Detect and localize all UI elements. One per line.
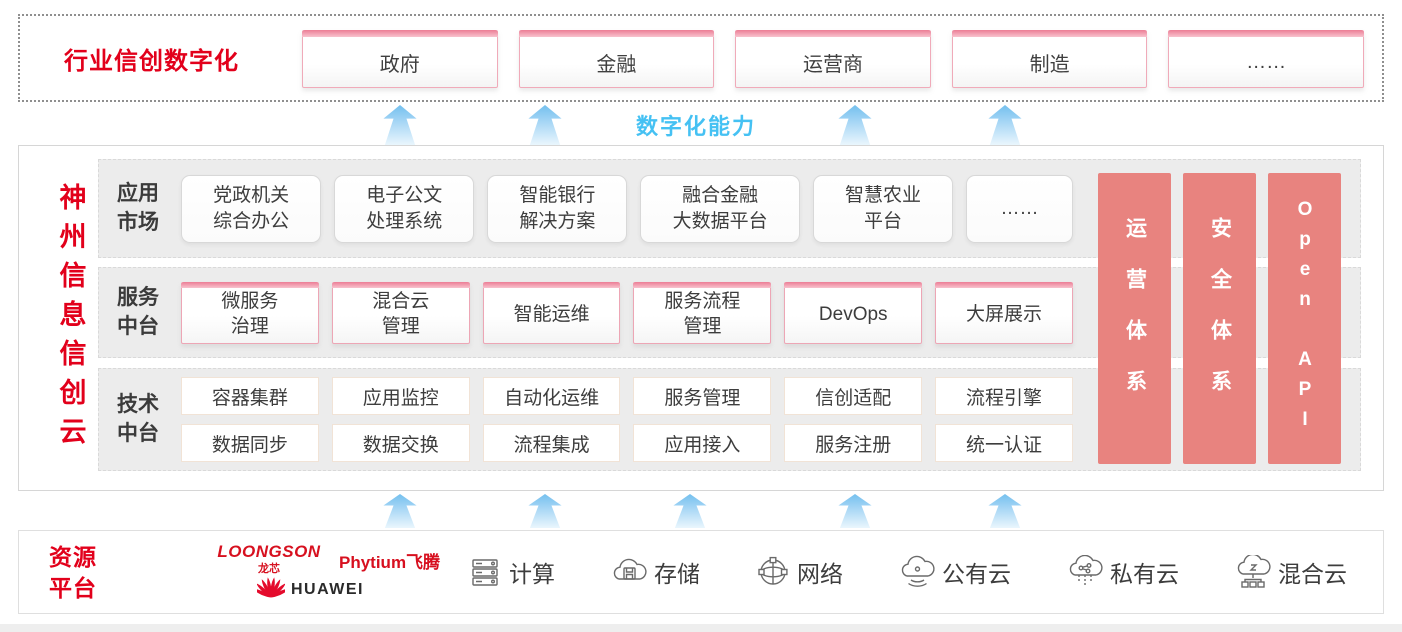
- tech-box-service-mgmt: 服务管理: [633, 377, 772, 415]
- tech-box-container-cluster: 容器集群: [181, 377, 319, 415]
- bottom-strip: [0, 624, 1402, 632]
- svc-box-devops: DevOps: [784, 281, 923, 344]
- industry-band: 行业信创数字化 政府 金融 运营商 制造 ……: [18, 14, 1384, 102]
- tech-line-top: 容器集群 应用监控 自动化运维 服务管理 信创适配 流程引擎: [181, 377, 1073, 415]
- loongson-logo: LOONGSON 龙芯: [217, 542, 321, 575]
- app-box-more: ……: [966, 174, 1074, 243]
- resource-item-hybrid-cloud: 混合云: [1234, 555, 1347, 589]
- up-arrow-icon: [838, 105, 872, 145]
- huawei-logo: HUAWEI: [252, 575, 364, 604]
- svc-box-hybrid-cloud-mgmt: 混合云 管理: [331, 281, 470, 344]
- up-arrow-icon: [528, 105, 562, 145]
- service-platform-boxes: 微服务 治理 混合云 管理 智能运维 服务流程 管理 DevOps 大屏展示: [181, 268, 1073, 357]
- tech-box-unified-auth: 统一认证: [935, 424, 1073, 462]
- up-arrow-icon: [838, 494, 872, 528]
- tech-platform-label: 技术 中台: [117, 393, 159, 445]
- app-box-finance-bigdata: 融合金融 大数据平台: [640, 174, 800, 243]
- pillar-operation-system: 运营体系: [1098, 173, 1171, 464]
- private-cloud-icon: [1066, 555, 1104, 589]
- tech-platform-row: 技术 中台 容器集群 应用监控 自动化运维 服务管理 信创适配 流程引擎 数据同…: [98, 368, 1361, 471]
- up-arrow-icon: [988, 494, 1022, 528]
- resource-platform-panel: 资源 平台 LOONGSON 龙芯 Phytium飞腾: [18, 530, 1384, 614]
- storage-icon: [610, 555, 648, 589]
- server-icon: [467, 555, 503, 589]
- tech-box-process-integration: 流程集成: [482, 424, 621, 462]
- phytium-logo: Phytium飞腾: [339, 553, 441, 572]
- huawei-flower-icon: [252, 575, 290, 604]
- up-arrow-icon: [673, 494, 707, 528]
- resource-items: 计算 存储: [467, 531, 1347, 613]
- industry-row: 政府 金融 运营商 制造 ……: [302, 30, 1364, 88]
- resource-item-storage: 存储: [610, 555, 700, 589]
- app-box-edoc-system: 电子公文 处理系统: [334, 174, 475, 243]
- svc-box-dashboard: 大屏展示: [935, 281, 1073, 344]
- tech-box-xinchuang-adapt: 信创适配: [784, 377, 923, 415]
- platform-panel: 神州信息信创云 应用 市场 党政机关 综合办公 电子公文 处理系统 智能银行 解…: [18, 145, 1384, 491]
- up-arrow-icon: [383, 105, 417, 145]
- public-cloud-icon: [898, 555, 936, 589]
- app-box-gov-office: 党政机关 综合办公: [181, 174, 322, 243]
- industry-band-title: 行业信创数字化: [64, 47, 239, 75]
- industry-box-operator: 运营商: [735, 30, 931, 88]
- pillar-open-api: Open API: [1268, 173, 1341, 464]
- resource-item-private-cloud: 私有云: [1066, 555, 1179, 589]
- tech-box-service-registry: 服务注册: [784, 424, 923, 462]
- industry-box-finance: 金融: [518, 30, 715, 88]
- tech-line-bottom: 数据同步 数据交换 流程集成 应用接入 服务注册 统一认证: [181, 424, 1073, 462]
- pillar-security-system: 安全体系: [1183, 173, 1256, 464]
- tech-box-data-sync: 数据同步: [181, 424, 319, 462]
- app-box-smart-agriculture: 智慧农业 平台: [812, 174, 954, 243]
- resource-item-network: 网络: [755, 555, 843, 589]
- tech-box-auto-ops: 自动化运维: [482, 377, 621, 415]
- svc-box-service-process: 服务流程 管理: [633, 281, 772, 344]
- industry-box-more: ……: [1168, 30, 1364, 88]
- industry-box-manufacturing: 制造: [951, 30, 1148, 88]
- tech-platform-boxes: 容器集群 应用监控 自动化运维 服务管理 信创适配 流程引擎 数据同步 数据交换…: [181, 369, 1073, 470]
- platform-title: 神州信息信创云: [55, 182, 86, 456]
- service-platform-label: 服务 中台: [117, 286, 159, 338]
- resource-item-public-cloud: 公有云: [898, 555, 1011, 589]
- svc-box-microservice: 微服务 治理: [181, 281, 319, 344]
- up-arrow-icon: [988, 105, 1022, 145]
- app-market-row: 应用 市场 党政机关 综合办公 电子公文 处理系统 智能银行 解决方案 融合金融…: [98, 159, 1361, 258]
- app-box-smart-banking: 智能银行 解决方案: [487, 174, 628, 243]
- resource-item-compute: 计算: [467, 555, 555, 589]
- network-icon: [755, 555, 791, 589]
- app-market-label: 应用 市场: [117, 182, 159, 234]
- svc-box-intelligent-ops: 智能运维: [482, 281, 621, 344]
- hybrid-cloud-icon: [1234, 555, 1272, 589]
- resource-platform-label: 资源 平台: [49, 544, 97, 602]
- capability-label: 数字化能力: [636, 114, 757, 139]
- tech-box-app-monitoring: 应用监控: [331, 377, 470, 415]
- tech-box-process-engine: 流程引擎: [935, 377, 1073, 415]
- industry-box-government: 政府: [302, 30, 498, 88]
- tech-box-data-exchange: 数据交换: [331, 424, 470, 462]
- service-platform-row: 服务 中台 微服务 治理 混合云 管理 智能运维 服务流程 管理 DevOps …: [98, 267, 1361, 358]
- tech-box-app-access: 应用接入: [633, 424, 772, 462]
- up-arrow-icon: [383, 494, 417, 528]
- app-market-boxes: 党政机关 综合办公 电子公文 处理系统 智能银行 解决方案 融合金融 大数据平台…: [181, 160, 1074, 257]
- up-arrow-icon: [528, 494, 562, 528]
